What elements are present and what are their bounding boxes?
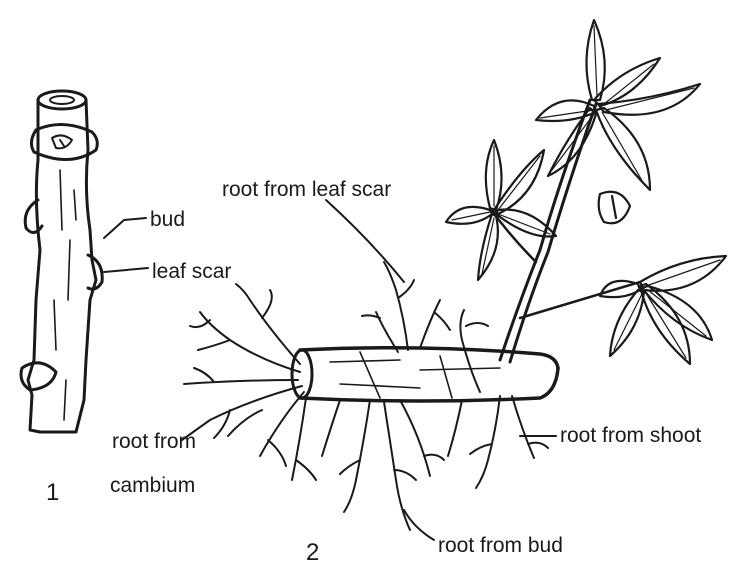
horizontal-stem-texture — [330, 352, 500, 398]
bud-label: bud — [150, 208, 185, 231]
figure-2-number: 2 — [306, 539, 319, 566]
stem-bud — [25, 200, 42, 233]
leaf-scar-leader-line — [104, 268, 148, 272]
stem-node-mark — [52, 135, 72, 148]
root-from-leaf-scar-label: root from leaf scar — [222, 178, 391, 201]
root-from-cambium-label-line1: root from — [112, 430, 196, 453]
figure-1-stem-cutting — [21, 91, 102, 432]
leaf-cluster-top — [536, 20, 700, 190]
leaf-scar-label: leaf scar — [152, 260, 231, 283]
roots-cambium — [182, 284, 316, 480]
stem-top-cut — [38, 91, 86, 109]
figure-1-number: 1 — [46, 479, 59, 506]
roots-bud — [322, 400, 444, 530]
root-from-cambium-label-line2: cambium — [110, 474, 195, 497]
horizontal-stem-top — [300, 348, 558, 368]
stem-texture — [54, 170, 76, 420]
root-from-leaf-scar-leader-line — [326, 200, 404, 282]
roots-leaf-scar — [362, 262, 450, 352]
leaf-cluster-left — [446, 140, 556, 280]
main-shoot — [500, 100, 590, 360]
stem-lower-node — [21, 363, 56, 390]
leaf-cluster-right — [600, 256, 726, 364]
root-from-cambium-leader-line — [228, 410, 262, 436]
horizontal-stem-bottom — [300, 368, 558, 401]
figure-2-sprouting-cutting — [182, 20, 726, 530]
shoot-bud-cluster — [599, 192, 630, 224]
root-from-bud-label: root from bud — [438, 534, 563, 557]
bud-leader-line — [104, 218, 146, 238]
root-from-shoot-label: root from shoot — [560, 424, 701, 447]
stem-pith — [50, 96, 74, 104]
